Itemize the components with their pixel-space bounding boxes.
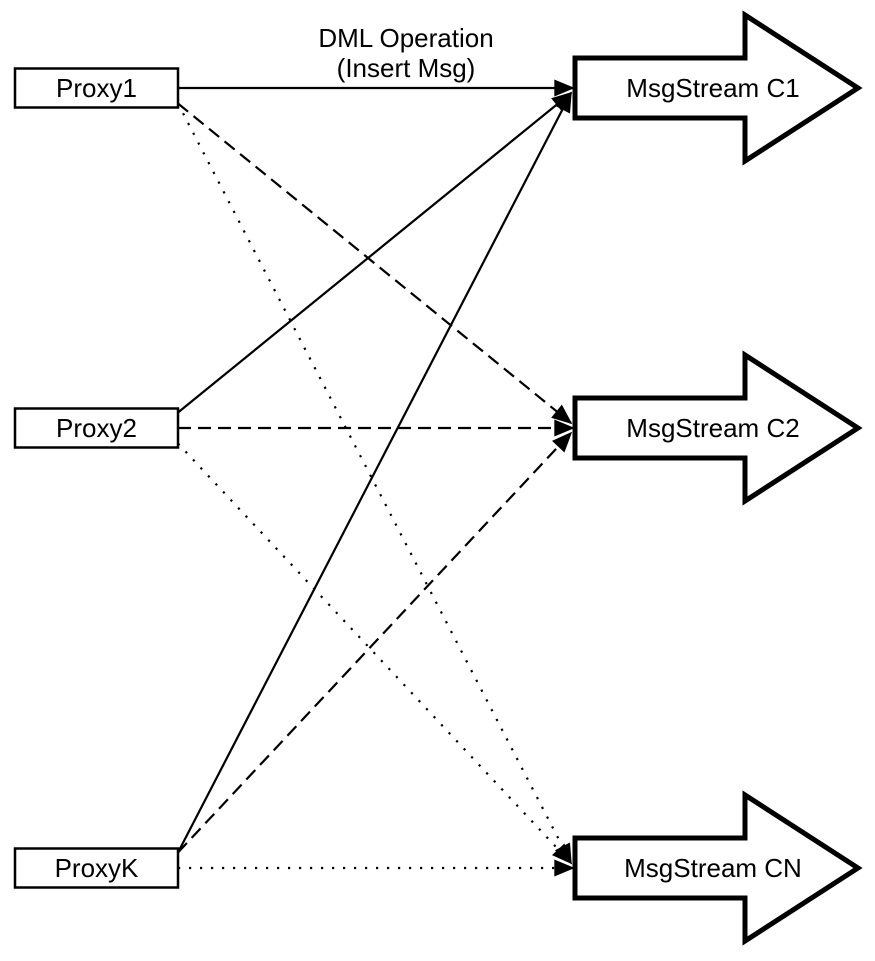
msgstream-cn-arrow-shape: [572, 790, 863, 946]
connection-proxyk-c1-solid-line: [177, 91, 572, 854]
dml-operation-note-line1: DML Operation: [318, 23, 493, 53]
proxy1-box: [13, 67, 180, 109]
dml-operation-note: DML Operation (Insert Msg): [318, 23, 493, 83]
msgstream-c1-label: MsgStream C1: [626, 73, 799, 103]
proxy2-box: [13, 407, 180, 449]
proxyk-node: ProxyK: [13, 847, 180, 889]
connection-proxy1-cn-dotted-line: [177, 102, 572, 865]
msgstream-c2-arrow-shape: [572, 350, 863, 506]
msgstream-cn-label: MsgStream CN: [624, 853, 802, 883]
msgstream-c2-label: MsgStream C2: [626, 413, 799, 443]
msgstream-cn-node: MsgStream CN: [572, 790, 863, 946]
proxy1-node: Proxy1: [13, 67, 180, 109]
proxy1-label: Proxy1: [56, 73, 137, 103]
proxyk-label: ProxyK: [55, 853, 139, 883]
msgstream-c1-arrow-shape: [572, 10, 863, 166]
connections-layer: [177, 79, 575, 877]
proxy2-node: Proxy2: [13, 407, 180, 449]
proxy2-label: Proxy2: [56, 413, 137, 443]
connection-proxy2-cn-dotted-line: [177, 442, 573, 865]
msgstream-c1-node: MsgStream C1: [572, 10, 863, 166]
connection-proxy2-c1-solid-line: [177, 91, 573, 414]
proxyk-box: [13, 847, 180, 889]
connection-proxyk-c2-dashed-line: [177, 431, 573, 854]
connection-proxy1-c2-dashed-line: [177, 102, 573, 425]
dml-operation-note-line2: (Insert Msg): [337, 53, 476, 83]
msgstream-c2-node: MsgStream C2: [572, 350, 863, 506]
